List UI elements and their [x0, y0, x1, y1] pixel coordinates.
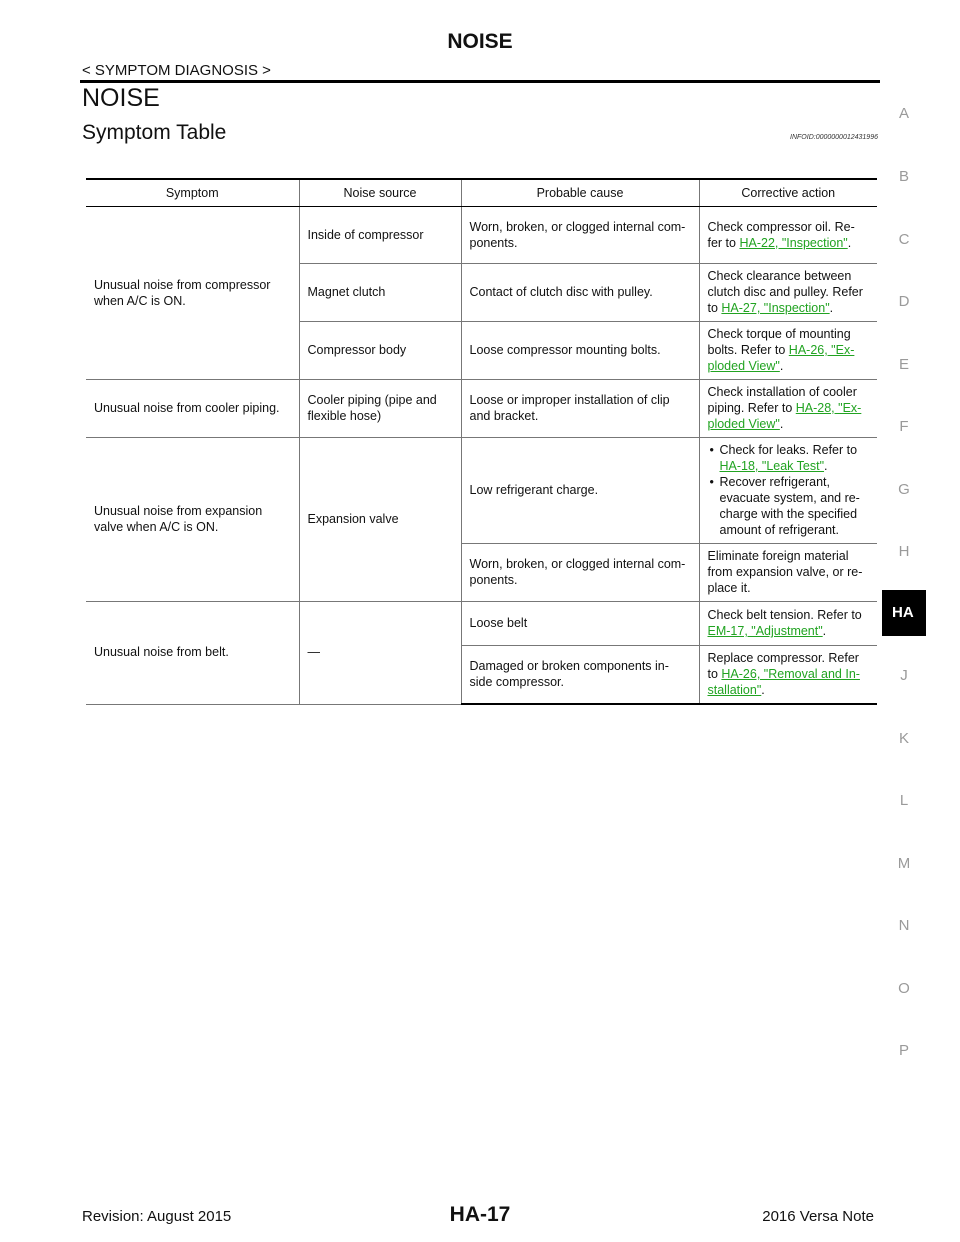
- side-index-b[interactable]: B: [898, 168, 909, 185]
- breadcrumb: < SYMPTOM DIAGNOSIS >: [82, 62, 271, 79]
- table-row: Unusual noise from cooler piping. Cooler…: [86, 379, 877, 438]
- reference-link[interactable]: HA-22, "Inspection": [739, 235, 848, 250]
- corrective-action-cell: Check torque of mounting bolts. Refer to…: [698, 321, 877, 380]
- subsection-title: Symptom Table: [82, 121, 227, 144]
- corrective-action-cell: Replace compressor. Refer to HA-26, "Rem…: [698, 645, 877, 705]
- symptom-cell: Unusual noise from belt.: [86, 601, 299, 705]
- side-index-a[interactable]: A: [898, 105, 909, 122]
- list-item: Recover refrigerant, evacuate system, an…: [708, 474, 870, 538]
- footer-page-number: HA-17: [449, 1203, 511, 1226]
- corrective-action-cell: Check compressor oil. Re-fer to HA-22, "…: [698, 206, 877, 264]
- symptom-cell: Unusual noise from compressor when A/C i…: [86, 206, 299, 380]
- noise-source-cell: Compressor body: [298, 321, 461, 380]
- corrective-action-cell: Check for leaks. Refer to HA-18, "Leak T…: [698, 437, 877, 544]
- probable-cause-cell: Low refrigerant charge.: [460, 437, 699, 544]
- side-index-c[interactable]: C: [898, 231, 910, 248]
- side-index-k[interactable]: K: [898, 730, 909, 747]
- column-header-probable-cause: Probable cause: [460, 178, 699, 207]
- noise-source-cell: —: [298, 601, 461, 705]
- noise-source-cell: Cooler piping (pipe and flexible hose): [298, 379, 461, 438]
- symptom-cell: Unusual noise from expansion valve when …: [86, 437, 299, 602]
- probable-cause-cell: Damaged or broken components in-side com…: [460, 645, 699, 705]
- column-header-corrective-action: Corrective action: [698, 178, 877, 207]
- info-id: INFOID:0000000012431996: [790, 134, 878, 141]
- side-index-p[interactable]: P: [898, 1042, 909, 1059]
- symptom-table: Symptom Noise source Probable cause Corr…: [86, 178, 877, 705]
- table-row: Unusual noise from belt. — Loose belt Ch…: [86, 601, 877, 705]
- footer-revision: Revision: August 2015: [82, 1208, 232, 1225]
- side-index-j[interactable]: J: [900, 667, 908, 684]
- probable-cause-cell: Loose or improper installation of clip a…: [460, 379, 699, 438]
- corrective-action-cell: Check installation of cooler piping. Ref…: [698, 379, 877, 438]
- section-title: NOISE: [82, 84, 160, 112]
- probable-cause-cell: Loose belt: [460, 601, 699, 646]
- column-header-noise-source: Noise source: [298, 178, 461, 207]
- table-row: Unusual noise from compressor when A/C i…: [86, 206, 877, 380]
- table-row: Damaged or broken components in-side com…: [86, 645, 877, 705]
- reference-link[interactable]: HA-18, "Leak Test": [719, 459, 825, 473]
- reference-link[interactable]: EM-17, "Adjustment": [707, 624, 823, 638]
- action-bullet-list: Check for leaks. Refer to HA-18, "Leak T…: [708, 442, 870, 538]
- side-index-m[interactable]: M: [897, 855, 911, 872]
- side-index-o[interactable]: O: [898, 980, 910, 997]
- table-row: Unusual noise from expansion valve when …: [86, 437, 877, 602]
- side-index-e[interactable]: E: [898, 356, 909, 373]
- corrective-action-cell: Check clearance between clutch disc and …: [698, 263, 877, 322]
- probable-cause-cell: Worn, broken, or clogged internal com-po…: [460, 543, 699, 602]
- noise-source-cell: Inside of compressor: [298, 206, 461, 264]
- page-header-title: NOISE: [447, 30, 513, 53]
- header-divider: [80, 80, 880, 83]
- table-row: Worn, broken, or clogged internal com-po…: [86, 543, 877, 602]
- side-index-d[interactable]: D: [898, 293, 910, 310]
- reference-link[interactable]: HA-26, "Removal and In-stallation": [707, 667, 860, 697]
- table-row: Compressor body Loose compressor mountin…: [86, 321, 877, 380]
- probable-cause-cell: Worn, broken, or clogged internal com-po…: [460, 206, 699, 264]
- side-index-f[interactable]: F: [899, 418, 909, 435]
- probable-cause-cell: Contact of clutch disc with pulley.: [460, 263, 699, 322]
- reference-link[interactable]: HA-26, "Ex-ploded View": [707, 343, 855, 373]
- corrective-action-cell: Check belt tension. Refer to EM-17, "Adj…: [698, 601, 877, 646]
- table-row: Magnet clutch Contact of clutch disc wit…: [86, 263, 877, 322]
- side-index-g[interactable]: G: [898, 481, 910, 498]
- side-index-h[interactable]: H: [898, 543, 910, 560]
- footer-model: 2016 Versa Note: [762, 1208, 874, 1225]
- side-index-l[interactable]: L: [899, 792, 909, 809]
- side-index-ha-active[interactable]: HA: [882, 590, 926, 636]
- noise-source-cell: Expansion valve: [298, 437, 461, 602]
- reference-link[interactable]: HA-28, "Ex-ploded View": [707, 401, 862, 431]
- noise-source-cell: Magnet clutch: [298, 263, 461, 322]
- table-header-row: Symptom Noise source Probable cause Corr…: [86, 178, 877, 207]
- column-header-symptom: Symptom: [86, 178, 299, 207]
- side-index-n[interactable]: N: [898, 917, 910, 934]
- symptom-cell: Unusual noise from cooler piping.: [86, 379, 299, 438]
- corrective-action-cell: Eliminate foreign material from expansio…: [698, 543, 877, 602]
- list-item: Check for leaks. Refer to HA-18, "Leak T…: [708, 442, 870, 474]
- probable-cause-cell: Loose compressor mounting bolts.: [460, 321, 699, 380]
- reference-link[interactable]: HA-27, "Inspection": [721, 301, 830, 315]
